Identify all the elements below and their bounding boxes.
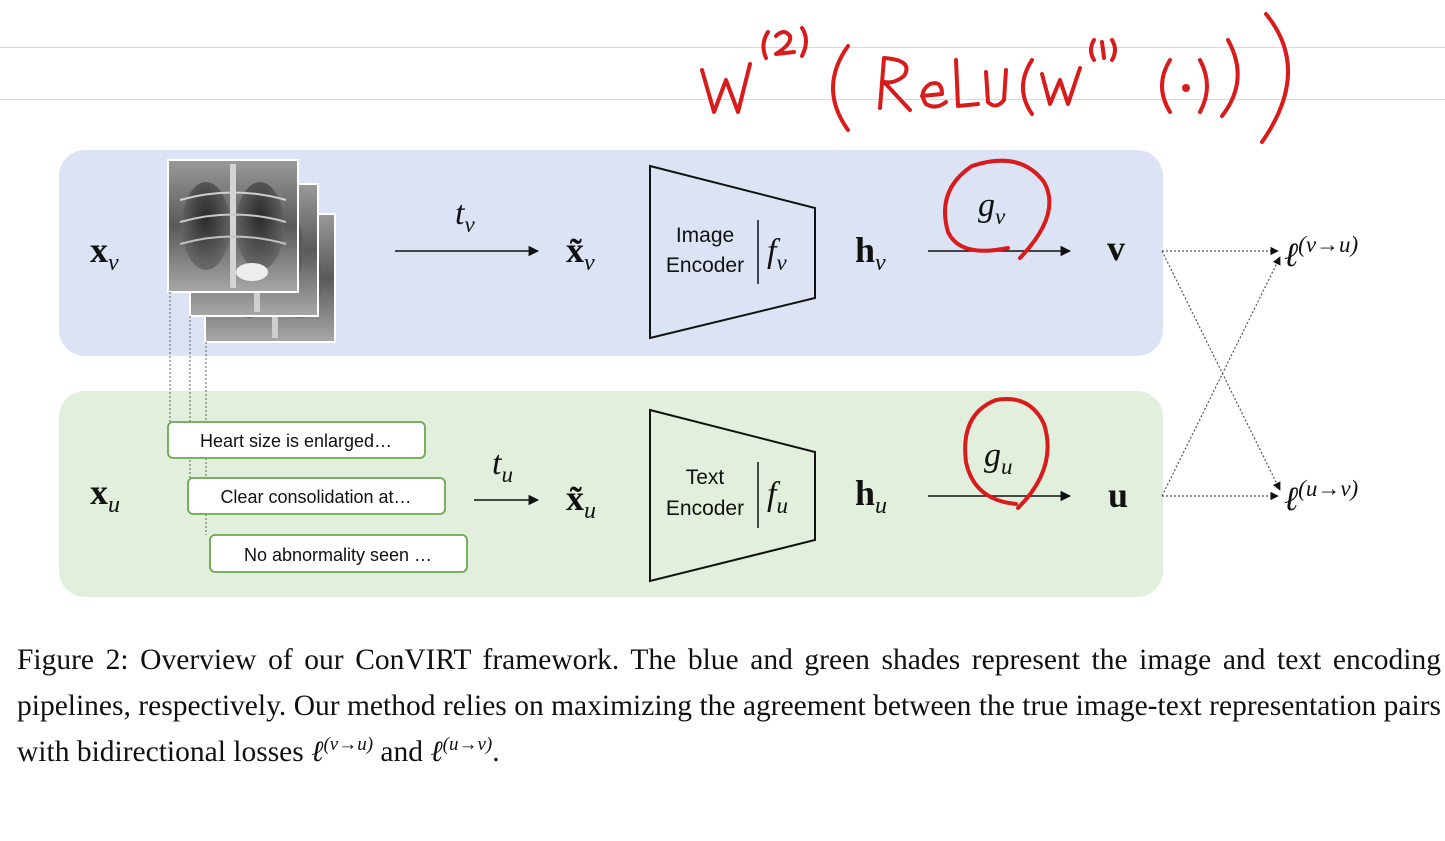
- text-encoder: Text Encoder fu: [649, 408, 816, 583]
- convirt-diagram: xv tv: [59, 12, 1358, 597]
- text-augmented-label: x̃u: [566, 478, 596, 524]
- image-output-label: v: [1107, 228, 1125, 268]
- loss-connections: [1161, 246, 1281, 501]
- notebook-rule-second: [0, 99, 1445, 100]
- text-input-label: xu: [90, 472, 120, 518]
- figure-caption: Figure 2: Overview of our ConVIRT framew…: [17, 644, 1441, 768]
- handwritten-gv-circle: [943, 158, 1052, 260]
- xray-image-front: [167, 159, 299, 293]
- report-box-1: Heart size is enlarged…: [167, 421, 426, 459]
- image-encoder-label-line2: Encoder: [666, 254, 744, 277]
- handwritten-gu-circle: [963, 397, 1050, 510]
- text-projection-label: gu: [984, 437, 1013, 479]
- report-text-2: Clear consolidation at…: [220, 487, 411, 507]
- text-output-label: u: [1108, 475, 1128, 515]
- image-encoder: Image Encoder fv: [649, 164, 816, 340]
- image-encoder-label-line1: Image: [676, 224, 734, 247]
- text-encoder-label-line2: Encoder: [666, 497, 744, 520]
- image-hidden-label: hv: [855, 230, 886, 276]
- xray-image-stack: [167, 159, 336, 343]
- loss-image-to-text-label: ℓ(v→u): [1284, 232, 1358, 274]
- report-text-3: No abnormality seen …: [244, 545, 432, 565]
- image-augmented-label: x̃v: [566, 230, 595, 276]
- handwritten-projection-formula: [700, 12, 1291, 144]
- text-transform-label: tu: [492, 445, 513, 487]
- text-encoder-label-line1: Text: [686, 466, 725, 489]
- notebook-rule-top: [0, 47, 1445, 48]
- text-hidden-label: hu: [855, 473, 887, 519]
- report-box-3: No abnormality seen …: [209, 534, 468, 573]
- report-box-2: Clear consolidation at…: [187, 477, 446, 515]
- loss-text-to-image-label: ℓ(u→v): [1284, 476, 1358, 518]
- image-projection-label: gv: [978, 187, 1006, 229]
- image-transform-label: tv: [455, 195, 475, 237]
- report-text-1: Heart size is enlarged…: [200, 431, 392, 451]
- image-input-label: xv: [90, 230, 119, 276]
